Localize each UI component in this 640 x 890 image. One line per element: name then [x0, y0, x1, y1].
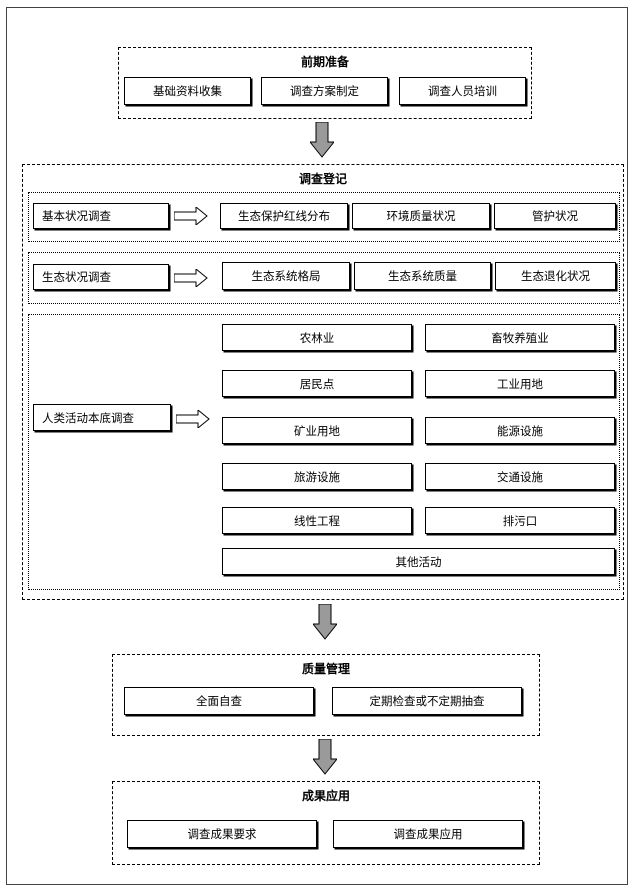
human-group	[28, 314, 620, 590]
results-section	[112, 781, 540, 865]
human-item-livestock: 畜牧养殖业	[425, 324, 615, 351]
results-item-requirements: 调查成果要求	[127, 820, 317, 848]
human-item-other: 其他活动	[222, 548, 615, 575]
human-item-energy: 能源设施	[425, 417, 615, 444]
prep-item-plan: 调查方案制定	[261, 77, 388, 105]
human-item-residential: 居民点	[222, 370, 412, 397]
eco-item-quality: 生态系统质量	[354, 262, 491, 290]
page-frame	[6, 7, 628, 885]
human-item-agri: 农林业	[222, 324, 412, 351]
eco-item-pattern: 生态系统格局	[222, 262, 350, 290]
quality-item-inspection: 定期检查或不定期抽查	[332, 687, 522, 715]
results-title: 成果应用	[301, 789, 350, 803]
survey-section	[22, 164, 624, 600]
eco-item-degradation: 生态退化状况	[495, 262, 616, 290]
prep-section	[118, 47, 532, 119]
quality-item-selfcheck: 全面自查	[124, 687, 314, 715]
basic-group	[28, 192, 620, 242]
basic-item-env: 环境质量状况	[352, 203, 490, 229]
right-arrow-basic	[174, 207, 208, 225]
right-arrow-human	[176, 410, 210, 428]
human-item-linear: 线性工程	[222, 507, 412, 534]
down-arrow-1	[310, 122, 334, 158]
human-item-tourism: 旅游设施	[222, 463, 412, 490]
human-item-transport: 交通设施	[425, 463, 615, 490]
basic-item-protect: 管护状况	[494, 203, 616, 229]
down-arrow-2	[313, 604, 337, 640]
prep-item-collect: 基础资料收集	[124, 77, 251, 105]
down-arrow-3	[313, 739, 337, 775]
basic-label: 基本状况调查	[33, 203, 169, 229]
results-item-application: 调查成果应用	[333, 820, 523, 848]
right-arrow-eco	[174, 269, 208, 287]
prep-title: 前期准备	[300, 55, 349, 69]
basic-item-redline: 生态保护红线分布	[220, 203, 348, 229]
survey-title: 调查登记	[298, 172, 347, 186]
human-item-outfall: 排污口	[425, 507, 615, 534]
eco-label: 生态状况调查	[33, 264, 169, 290]
human-label: 人类活动本底调查	[33, 404, 171, 431]
prep-item-training: 调查人员培训	[399, 77, 526, 105]
quality-title: 质量管理	[301, 662, 350, 676]
human-item-mining: 矿业用地	[222, 417, 412, 444]
eco-group	[28, 252, 620, 304]
quality-section	[112, 654, 540, 736]
human-item-industrial: 工业用地	[425, 370, 615, 397]
